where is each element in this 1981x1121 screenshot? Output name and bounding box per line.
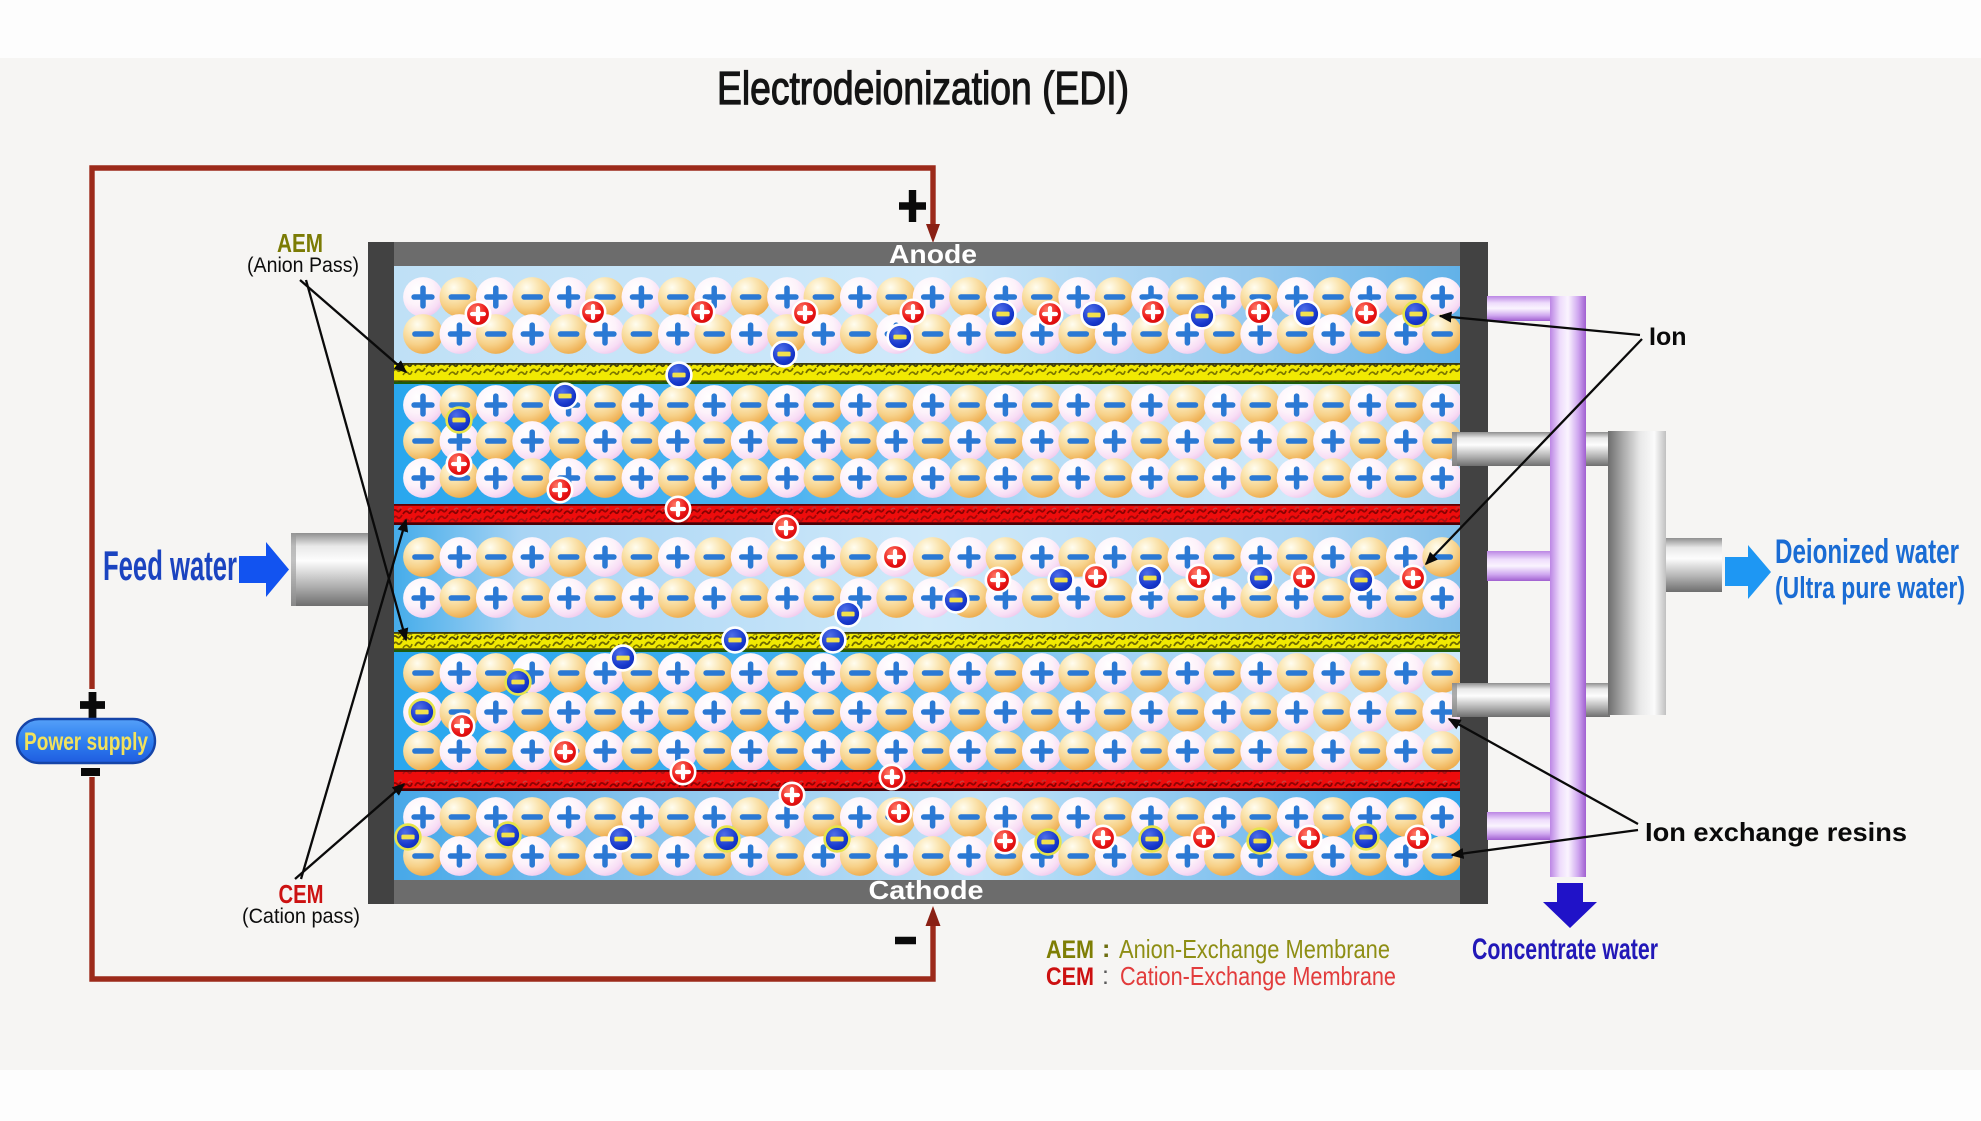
svg-text::: :	[1102, 935, 1110, 963]
svg-text:Power supply: Power supply	[24, 728, 148, 756]
svg-text:Electrodeionization (EDI): Electrodeionization (EDI)	[717, 62, 1129, 114]
svg-text::: :	[1102, 962, 1109, 990]
svg-text:Anode: Anode	[889, 239, 977, 269]
svg-text:AEM: AEM	[1046, 936, 1094, 964]
svg-text:Cation-Exchange Membrane: Cation-Exchange Membrane	[1120, 961, 1396, 991]
svg-text:Feed water: Feed water	[103, 542, 237, 589]
svg-text:AEM: AEM	[277, 228, 323, 258]
svg-text:Cathode: Cathode	[869, 875, 984, 905]
svg-text:Ion exchange resins: Ion exchange resins	[1645, 817, 1907, 847]
svg-text:(Anion Pass): (Anion Pass)	[247, 254, 359, 277]
svg-text:CEM: CEM	[279, 879, 324, 909]
svg-text:Anion-Exchange Membrane: Anion-Exchange Membrane	[1119, 934, 1390, 964]
svg-text:CEM: CEM	[1046, 963, 1094, 991]
svg-text:(Ultra pure water): (Ultra pure water)	[1775, 570, 1965, 605]
svg-text:(Cation pass): (Cation pass)	[242, 905, 360, 928]
svg-text:Concentrate water: Concentrate water	[1472, 933, 1658, 966]
svg-text:Ion: Ion	[1649, 323, 1687, 351]
svg-text:Deionized water: Deionized water	[1775, 533, 1959, 571]
